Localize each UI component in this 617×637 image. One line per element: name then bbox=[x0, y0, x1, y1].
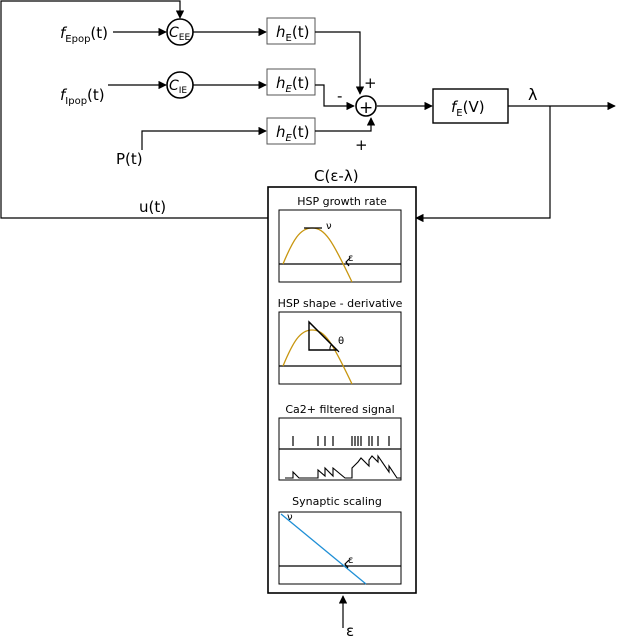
panel1-nu-mark: ν bbox=[326, 221, 332, 232]
panel2-frame bbox=[278, 311, 402, 385]
panel4-eps-pointer bbox=[344, 559, 350, 569]
panel4-scaling-line bbox=[280, 513, 367, 585]
panel4-eps-mark: ε bbox=[348, 555, 353, 566]
epsilon-input-label: ε bbox=[346, 622, 354, 637]
panel4-frame bbox=[278, 511, 402, 585]
filter-h2-label: hE(t) bbox=[276, 74, 309, 95]
panel2-theta-mark: θ bbox=[338, 336, 344, 347]
feedback-u-label: u(t) bbox=[139, 198, 166, 216]
panel2-angle-arc bbox=[329, 343, 333, 351]
wire-h2-sum bbox=[315, 84, 355, 111]
input-f-epop-label: fEpop(t) bbox=[60, 24, 108, 45]
panel3-calcium-trace bbox=[285, 454, 401, 479]
controller-title: C(ε-λ) bbox=[314, 167, 359, 185]
wire-h3-sum bbox=[315, 117, 376, 132]
input-p-label: P(t) bbox=[116, 150, 143, 168]
gain-cee-label: CEE bbox=[169, 25, 190, 43]
wire-output-to-controller bbox=[415, 106, 551, 223]
input-f-ipop-label: fIpop(t) bbox=[60, 86, 105, 107]
panel4-title: Synaptic scaling bbox=[292, 495, 382, 508]
panel1-eps-mark: ε bbox=[348, 253, 353, 264]
panel1-title: HSP growth rate bbox=[297, 195, 387, 208]
sum-sign-left: - bbox=[337, 87, 342, 105]
panel1-eps-pointer bbox=[345, 257, 351, 267]
wire-feedback-u bbox=[0, 0, 268, 219]
filter-h1-label: hE(t) bbox=[276, 23, 309, 44]
sum-node bbox=[355, 95, 377, 117]
filter-h3-box bbox=[266, 117, 316, 145]
sum-sign-top: + bbox=[364, 74, 377, 92]
output-lambda-label: λ bbox=[528, 85, 537, 104]
panel1-frame bbox=[278, 209, 402, 283]
transfer-box bbox=[432, 88, 509, 124]
filter-h3-label: hE(t) bbox=[276, 123, 309, 144]
wire-h1-sum bbox=[315, 31, 365, 95]
filter-h1-box bbox=[266, 17, 316, 45]
panel4-nu-mark: ν bbox=[287, 512, 293, 523]
controller-box bbox=[267, 186, 417, 594]
filter-h2-box bbox=[266, 68, 316, 96]
panel3-spike-train bbox=[292, 436, 390, 446]
gain-cie-label: CIE bbox=[169, 78, 187, 96]
panel2-curve bbox=[282, 329, 353, 385]
panel2-tangent-line bbox=[308, 321, 340, 353]
sum-symbol: + bbox=[359, 98, 373, 118]
wire-p-h3 bbox=[141, 126, 267, 150]
sum-sign-bottom: + bbox=[355, 136, 368, 154]
panel2-title: HSP shape - derivative bbox=[278, 297, 403, 310]
transfer-label: fE(V) bbox=[451, 98, 485, 119]
panel3-title: Ca2+ filtered signal bbox=[285, 403, 394, 416]
